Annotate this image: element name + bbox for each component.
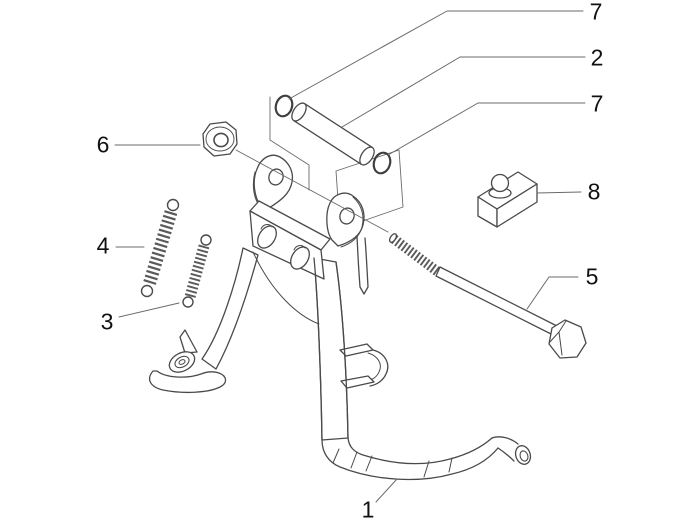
outer-spring — [140, 198, 180, 298]
callout-label-central-stand: 1 — [361, 496, 375, 523]
leader-lines — [114, 10, 586, 503]
bolt-axis-line — [235, 149, 389, 233]
callout-label-pivot-pin: 2 — [590, 44, 604, 71]
callout-label-outer-spring: 4 — [96, 232, 110, 259]
inner-spring — [182, 234, 212, 308]
callout-label-rubber-buffer: 8 — [587, 178, 601, 205]
snap-ring-upper — [274, 94, 294, 118]
snap-ring-lower — [372, 151, 392, 175]
assembly-frame-upper — [269, 96, 310, 191]
central-stand — [149, 154, 532, 481]
callout-label-snap-ring-upper: 7 — [589, 0, 603, 25]
rubber-buffer — [477, 171, 538, 228]
callout-label-inner-spring: 3 — [100, 308, 114, 335]
callout-label-hex-nut: 6 — [96, 131, 110, 158]
hex-nut — [202, 121, 238, 157]
callout-label-hex-bolt: 5 — [585, 263, 599, 290]
callout-label-snap-ring-lower: 7 — [590, 90, 604, 117]
hex-bolt — [388, 233, 587, 359]
pivot-pin — [291, 102, 375, 166]
